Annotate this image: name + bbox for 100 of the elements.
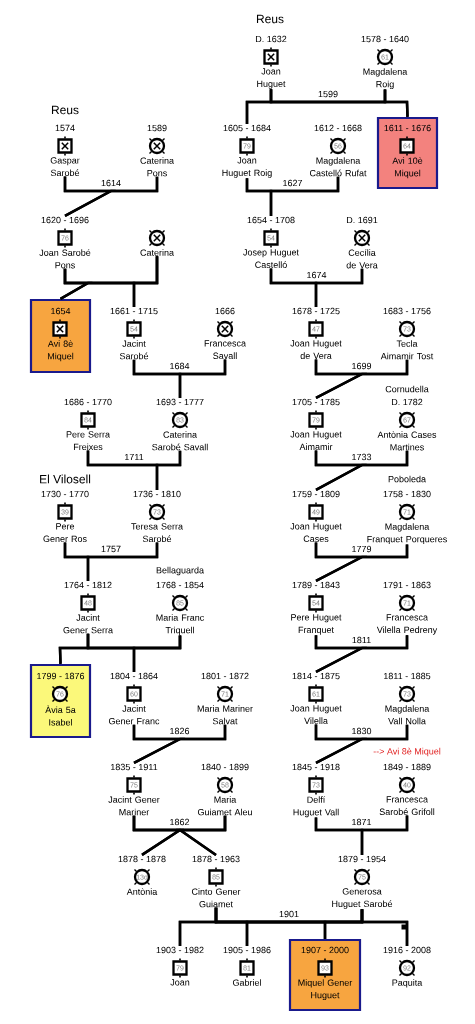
square-symbol — [52, 318, 68, 340]
person-name: Josep Huguet Castelló — [243, 249, 299, 268]
life-dates: 1916 - 2008 — [383, 946, 431, 954]
edge-label: 1674 — [305, 270, 328, 280]
person-name: Joan Sarobé Pons — [39, 249, 91, 269]
person-name: Pere Huguet Franquet — [291, 614, 342, 635]
person-name: Cinto Gener Guiamet — [191, 888, 241, 908]
life-dates: 1736 - 1810 — [133, 490, 181, 498]
life-dates: 1845 - 1918 — [292, 763, 340, 771]
edge-label: 1699 — [350, 361, 373, 371]
person-name: Cecília de Vera — [346, 249, 378, 269]
person-name: Teresa Serra Sarobé — [131, 523, 183, 543]
life-dates: 1620 - 1696 — [41, 216, 89, 224]
descent-line — [315, 359, 409, 400]
descent-line — [360, 909, 409, 946]
descent-line — [64, 176, 159, 217]
person-name: Jacint Gener Franc — [108, 705, 160, 725]
edge-label: 1826 — [168, 726, 191, 736]
person-name: Antònia Cases Martines — [377, 431, 437, 451]
life-dates: 1612 - 1668 — [314, 124, 362, 132]
life-dates: 1654 - 1708 — [247, 216, 295, 224]
life-dates: 1686 - 1770 — [64, 398, 112, 406]
person-name: Joan Huguet Aimamir — [290, 431, 342, 450]
descent-line — [176, 815, 227, 856]
node-label: Àvia 5a Isabel — [45, 705, 76, 726]
life-dates: 1804 - 1864 — [110, 672, 158, 680]
person-name: Delfí Huguet Vall — [293, 796, 339, 818]
life-dates: 1878 - 1878 — [118, 855, 166, 863]
person-name: Tecla Aimamir Tost — [380, 340, 434, 360]
person-name: Magdalena Castelló Rufat — [309, 157, 367, 177]
edge-label: 1830 — [350, 726, 373, 736]
edge-label: 1711 — [123, 452, 145, 462]
life-dates: 1791 - 1863 — [383, 581, 431, 589]
descent-line — [132, 635, 182, 672]
edge-label: 1901 — [278, 909, 300, 919]
person-name: Maria Guiamet Aleu — [197, 796, 252, 816]
person-name: Joan Huguet Vilella — [290, 705, 342, 724]
node-label: Avi 8è Miquel — [47, 340, 74, 362]
person-name: Pere Gener Ros — [43, 523, 87, 542]
life-dates: 1678 - 1725 — [292, 307, 340, 315]
descent-line — [315, 635, 409, 674]
edge-label: 1614 — [100, 178, 122, 188]
person-name: Joan Huguet — [257, 68, 286, 89]
life-dates: 1879 - 1954 — [338, 855, 386, 863]
person-name: Joan Huguet Cases — [290, 523, 342, 542]
life-dates: 1849 - 1889 — [383, 763, 431, 771]
descent-line — [86, 542, 159, 581]
person-name: Gaspar Sarobé — [50, 157, 80, 177]
edge-label: 1862 — [168, 817, 191, 827]
place-name: Cornudella — [385, 385, 429, 393]
person-name: Magdalena Franquet Porqueres — [367, 523, 447, 545]
person-name: Paquita — [392, 979, 423, 988]
life-dates: 1730 - 1770 — [41, 490, 89, 498]
node-label: 1611 - 1676 — [384, 124, 431, 132]
descent-line — [155, 450, 182, 490]
person-name: Gabriel — [232, 979, 261, 986]
life-dates: D. 1782 — [392, 398, 423, 406]
person-name: Jacint Sarobé — [119, 340, 149, 360]
edge-label: 1871 — [350, 817, 373, 827]
edge-label: 1811 — [350, 635, 373, 645]
person-name: Joan — [170, 979, 190, 986]
node-label: Miquel Gener Huguet — [298, 979, 353, 1001]
node-label: Avi 10è Miquel — [392, 157, 423, 179]
edge-label: 1733 — [350, 452, 373, 462]
life-dates: 1693 - 1777 — [156, 398, 204, 406]
highlight-box: 1654 Avi 8è Miquel — [29, 298, 92, 374]
life-dates: 1801 - 1872 — [201, 672, 249, 680]
life-dates: 1768 - 1854 — [156, 581, 204, 589]
person-name: Generosa Huguet Sarobé — [332, 888, 393, 909]
person-name: Francesca Savall — [204, 340, 246, 359]
life-dates: 1905 - 1986 — [223, 946, 271, 954]
descent-line — [269, 176, 340, 216]
edge-label: 1684 — [168, 361, 191, 371]
person-name: Jacint Gener Serra — [63, 614, 113, 634]
person-name: Joan Huguet de Vera — [290, 340, 342, 359]
person-name: Francesca Vilella Pedreny — [376, 614, 438, 635]
person-name: Magdalena Vall Nolla — [385, 705, 430, 725]
person-name: Antònia — [126, 888, 158, 895]
life-dates: 1574 — [55, 124, 75, 132]
person-name: Francesca Sarobé Grifoll — [379, 796, 435, 815]
life-dates: 1814 - 1875 — [292, 672, 340, 680]
descent-line — [314, 268, 364, 307]
node-label: 1907 - 2000 — [301, 946, 349, 954]
descent-line — [315, 544, 409, 583]
life-dates: 1759 - 1809 — [292, 490, 340, 498]
person-name: Caterina Sarobé Savall — [152, 431, 208, 451]
life-dates: 1683 - 1756 — [383, 307, 431, 315]
place-name: Reus — [257, 14, 284, 24]
life-dates: 1661 - 1715 — [110, 307, 158, 315]
life-dates: D. 1632 — [256, 35, 287, 43]
life-dates: 1758 - 1830 — [383, 490, 431, 498]
person-name: Pere Serra Freixes — [66, 431, 110, 451]
descent-line — [133, 724, 227, 765]
life-dates: 1705 - 1785 — [292, 398, 340, 406]
cross-reference: --> Avi 8è Miquel — [373, 747, 441, 757]
person-name: Jacint Gener Mariner — [108, 796, 160, 816]
person-name: Joan Huguet Roig — [222, 157, 272, 178]
life-dates: 1840 - 1899 — [201, 763, 249, 771]
life-dates: 1764 - 1812 — [64, 581, 112, 589]
life-dates: 1605 - 1684 — [223, 124, 271, 132]
